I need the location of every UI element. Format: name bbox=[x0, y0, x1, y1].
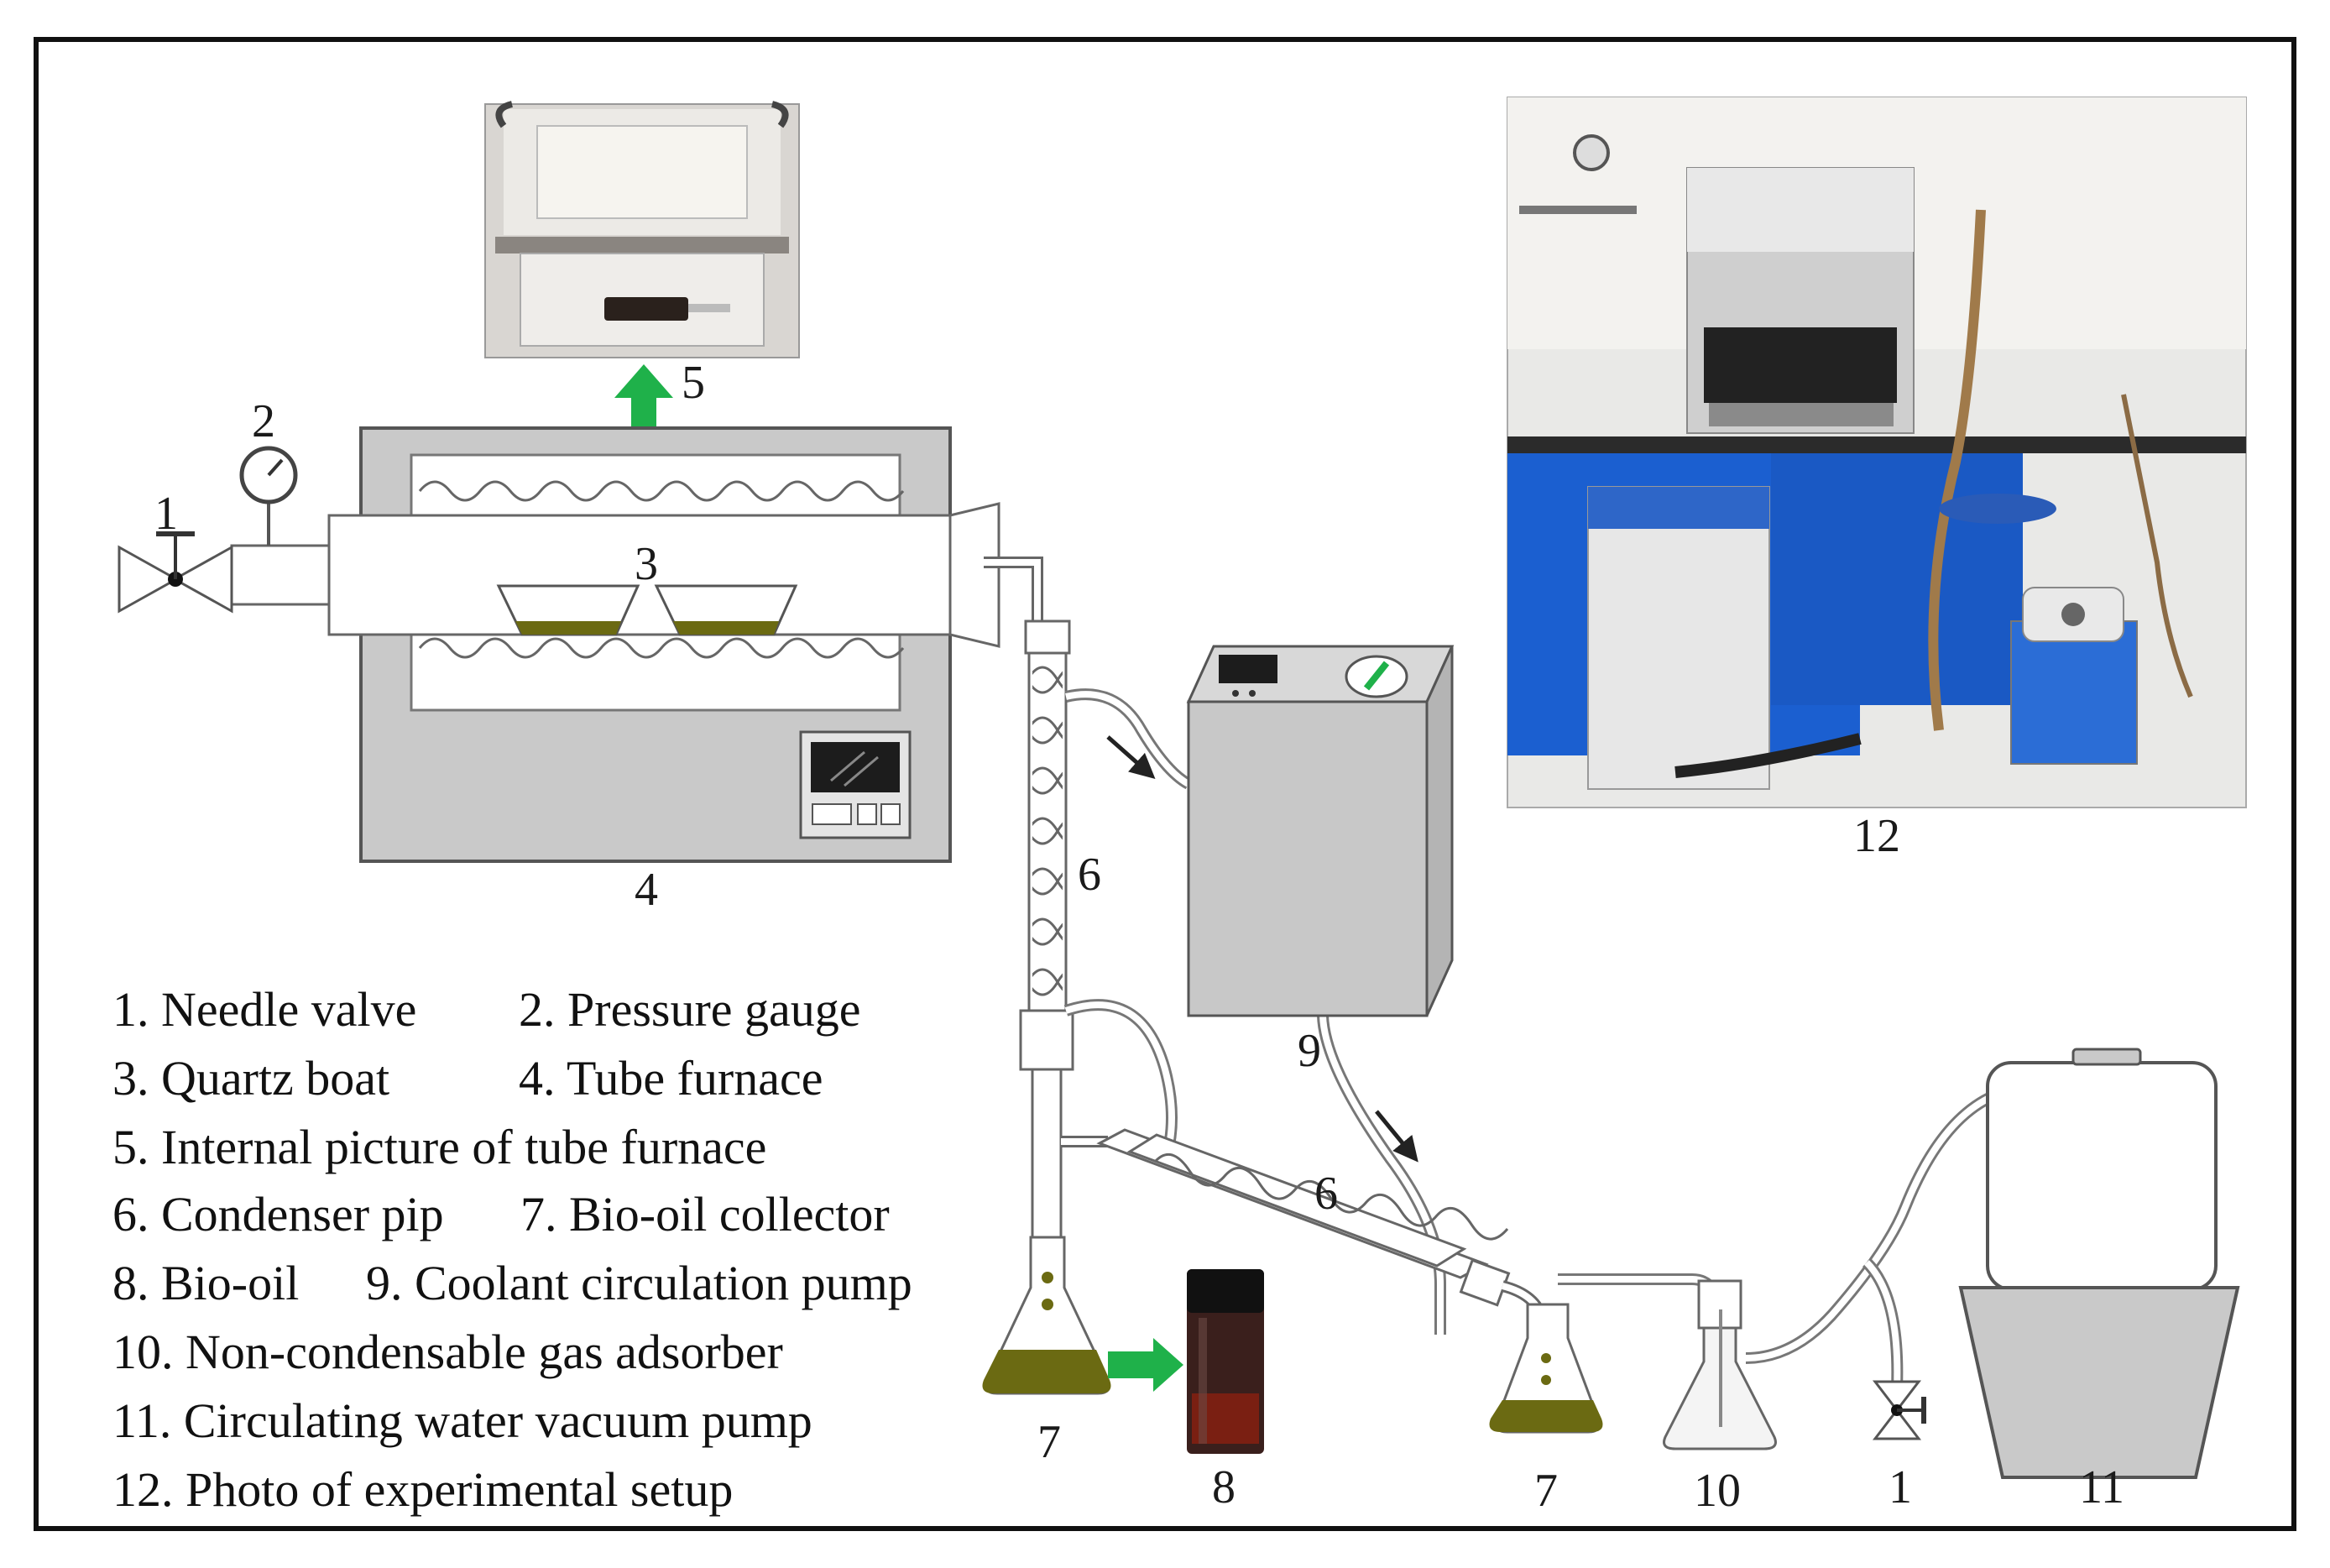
label-condenser-horizontal: 6 bbox=[1314, 1168, 1338, 1220]
quartz-boats bbox=[496, 584, 798, 636]
label-needle-valve-2: 1 bbox=[1889, 1461, 1912, 1513]
coolant-circulation-pump bbox=[1186, 645, 1455, 1017]
legend-collector: 7. Bio-oil collector bbox=[520, 1187, 890, 1241]
label-tube-furnace: 4 bbox=[635, 864, 658, 916]
bio-oil-vial bbox=[1187, 1269, 1264, 1454]
collector-left bbox=[982, 1236, 1111, 1395]
adsorber-hoses bbox=[1558, 1092, 2023, 1389]
green-arrow-right bbox=[1108, 1338, 1183, 1392]
label-internal-picture: 5 bbox=[682, 357, 705, 409]
label-needle-valve-1: 1 bbox=[154, 488, 178, 540]
vertical-condenser bbox=[1019, 619, 1108, 1239]
legend-bio-oil: 8. Bio-oil bbox=[112, 1256, 299, 1310]
legend-internal-picture: 5. Internal picture of tube furnace bbox=[112, 1120, 766, 1174]
pressure-gauge bbox=[239, 446, 298, 546]
label-collector-right: 7 bbox=[1534, 1465, 1558, 1517]
label-coolant-pump: 9 bbox=[1298, 1025, 1321, 1077]
label-condenser-vertical: 6 bbox=[1078, 849, 1101, 901]
green-arrow-up bbox=[614, 364, 673, 430]
needle-valve-left bbox=[118, 531, 233, 614]
gas-adsorber bbox=[1663, 1279, 1777, 1450]
vacuum-pump bbox=[1958, 1048, 2240, 1479]
legend-photo: 12. Photo of experimental setup bbox=[112, 1462, 733, 1517]
quartz-tube bbox=[230, 502, 1043, 648]
horizontal-condenser bbox=[1096, 1128, 1549, 1353]
label-collector-left: 7 bbox=[1037, 1416, 1061, 1468]
internal-furnace-photo bbox=[484, 101, 800, 358]
component-labels: 1 2 3 4 5 6 6 7 8 9 7 10 1 11 12 bbox=[154, 357, 2124, 1517]
legend-gas-adsorber: 10. Non-condensable gas adsorber bbox=[112, 1325, 783, 1379]
collector-right bbox=[1489, 1303, 1603, 1434]
label-quartz-boat: 3 bbox=[635, 538, 658, 590]
experimental-setup-photo bbox=[1507, 97, 2247, 808]
legend-needle-valve: 1. Needle valve bbox=[112, 982, 416, 1037]
legend-vacuum-pump: 11. Circulating water vacuum pump bbox=[112, 1393, 812, 1448]
label-pressure-gauge: 2 bbox=[252, 395, 275, 447]
needle-valve-right bbox=[1872, 1380, 1926, 1440]
tube-furnace bbox=[359, 426, 952, 863]
legend-pressure-gauge: 2. Pressure gauge bbox=[519, 982, 861, 1037]
legend: 1. Needle valve 2. Pressure gauge 3. Qua… bbox=[112, 982, 912, 1517]
legend-tube-furnace: 4. Tube furnace bbox=[519, 1051, 823, 1105]
label-gas-adsorber: 10 bbox=[1694, 1465, 1741, 1517]
legend-condenser: 6. Condenser pip bbox=[112, 1187, 444, 1241]
legend-quartz-boat: 3. Quartz boat bbox=[112, 1051, 389, 1105]
label-bio-oil: 8 bbox=[1212, 1461, 1236, 1513]
label-vacuum-pump: 11 bbox=[2079, 1461, 2124, 1513]
legend-coolant-pump: 9. Coolant circulation pump bbox=[366, 1256, 912, 1310]
label-photo: 12 bbox=[1853, 810, 1900, 862]
